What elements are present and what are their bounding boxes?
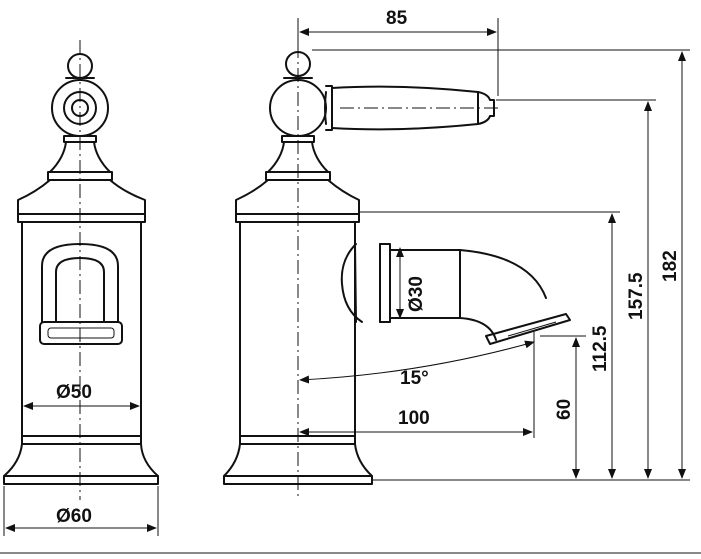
dim-label-85: 85 <box>386 8 408 29</box>
dim-label-d60: Ø60 <box>56 506 92 527</box>
side-view: Ø30 85 15° 100 60 112.5 157.5 182 <box>223 8 690 500</box>
side-spout <box>389 249 547 299</box>
side-spout-neck <box>340 243 363 323</box>
dim-label-d50: Ø50 <box>56 382 92 403</box>
dim-label-d30: Ø30 <box>406 276 427 312</box>
dim-label-112-5: 112.5 <box>590 325 611 372</box>
side-aerator <box>485 313 571 345</box>
front-cap <box>17 179 146 215</box>
front-view: Ø50 Ø60 <box>3 40 159 536</box>
dim-label-60: 60 <box>554 399 575 420</box>
front-aerator <box>39 321 123 345</box>
dim-label-157-5: 157.5 <box>626 272 647 320</box>
dim-label-15deg: 15° <box>400 368 429 389</box>
dim-label-182: 182 <box>660 250 681 282</box>
front-base <box>3 443 159 477</box>
dim-label-100: 100 <box>398 408 430 429</box>
dim-arc-15 <box>299 340 535 384</box>
